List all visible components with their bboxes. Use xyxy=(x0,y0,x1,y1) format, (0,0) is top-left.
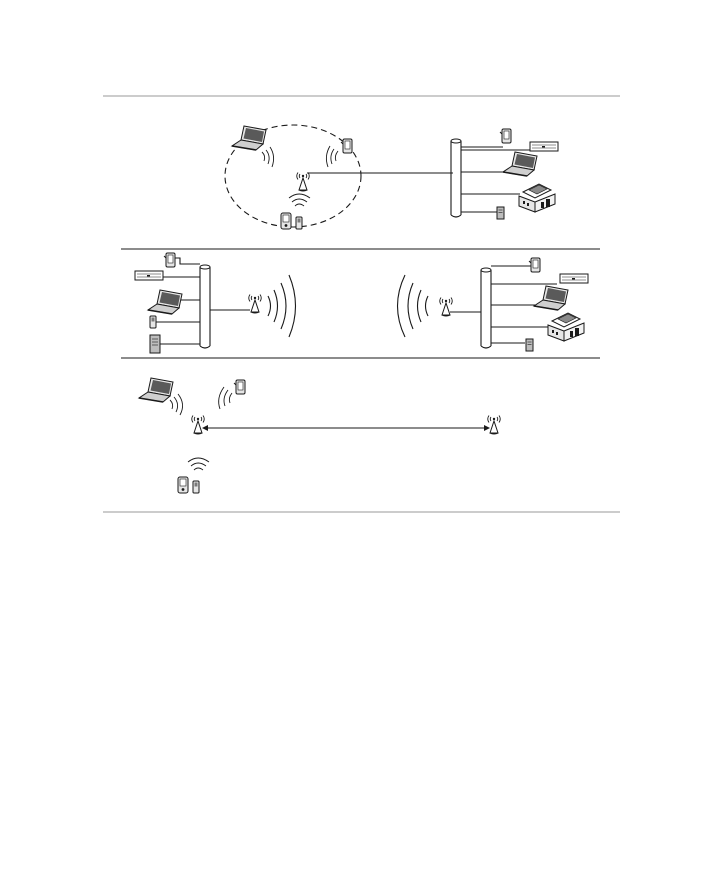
wireless-waves-icon xyxy=(187,457,210,471)
laptop-icon xyxy=(231,125,267,151)
handheld-devices-icon xyxy=(280,212,303,230)
keyboard-icon xyxy=(134,270,164,281)
wireless-waves-icon xyxy=(261,146,275,168)
pda-icon xyxy=(528,257,541,273)
laptop-icon xyxy=(138,377,174,403)
wireless-waves-icon xyxy=(267,274,296,338)
server-icon xyxy=(496,206,505,220)
panel-access-point-wired xyxy=(224,124,559,230)
wired-backbone xyxy=(450,138,462,218)
laptop-icon xyxy=(502,151,538,177)
server-icon xyxy=(149,334,161,354)
coverage-area xyxy=(224,124,362,228)
keyboard-icon xyxy=(529,141,559,152)
printer-icon xyxy=(518,183,556,213)
handheld-devices-icon xyxy=(177,476,200,494)
wireless-waves-icon xyxy=(325,145,339,168)
wireless-waves-icon xyxy=(218,386,233,410)
wired-backbone xyxy=(480,267,492,349)
access-point-icon xyxy=(296,172,310,192)
server-icon xyxy=(525,338,534,352)
access-point-icon xyxy=(439,297,453,317)
pda-icon xyxy=(163,252,176,268)
wireless-waves-icon xyxy=(397,274,429,338)
access-point-icon xyxy=(487,415,501,435)
panel-repeater xyxy=(138,377,501,494)
access-point-icon xyxy=(248,294,262,314)
printer-icon xyxy=(547,312,585,342)
pda-icon xyxy=(233,379,246,395)
pda-icon xyxy=(340,138,353,154)
keyboard-icon xyxy=(559,273,589,284)
wireless-waves-icon xyxy=(169,393,183,416)
wired-backbone xyxy=(199,264,211,349)
pda-icon xyxy=(499,128,512,144)
laptop-icon xyxy=(533,285,569,311)
bidirectional-wireless-link xyxy=(202,425,490,431)
panel-wireless-bridge xyxy=(134,252,589,354)
access-point-icon xyxy=(191,415,205,435)
wireless-waves-icon xyxy=(288,193,311,207)
phone-icon xyxy=(149,315,157,329)
laptop-icon xyxy=(147,289,183,315)
